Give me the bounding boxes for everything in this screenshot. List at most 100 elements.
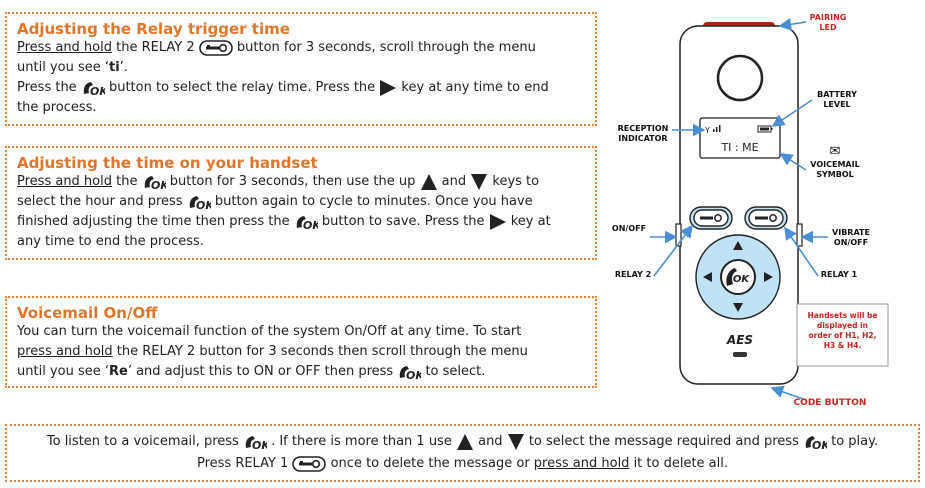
code-button-label: CODE BUTTON	[784, 398, 876, 408]
label-text: H3 & H4.	[823, 341, 862, 350]
label-text: LED	[819, 23, 837, 32]
paragraph-line: press and hold the RELAY 2 button for 3 …	[17, 342, 585, 362]
battery-level-label: BATTERY LEVEL	[808, 90, 866, 110]
paragraph-line: until you see ‘ti’.	[17, 58, 585, 78]
label-text: BATTERY	[817, 90, 857, 99]
text: until you see ‘	[17, 364, 109, 379]
text: it to delete all.	[629, 456, 729, 471]
press-hold-text: Press and hold	[17, 40, 112, 55]
time-adjust-section: Adjusting the time on your handset Press…	[5, 146, 597, 260]
text: the RELAY 2	[112, 40, 199, 55]
text: to select the message required and press	[524, 434, 803, 449]
section-title: Voicemail On/Off	[17, 304, 158, 322]
text: button again to cycle to minutes. Once y…	[210, 194, 533, 209]
text: and	[437, 174, 471, 189]
relay-1-label: RELAY 1	[814, 270, 864, 280]
section-title: Adjusting the Relay trigger time	[17, 20, 290, 38]
paragraph-line: Press and hold the button for 3 seconds,…	[17, 172, 585, 192]
label-text: VIBRATE	[832, 228, 870, 237]
text: To listen to a voicemail, press	[46, 434, 243, 449]
nav-down-key[interactable]	[733, 303, 743, 312]
paragraph-line: until you see ‘Re’ and adjust this to ON…	[17, 362, 585, 382]
label-text: INDICATOR	[618, 134, 668, 143]
ok-key-label: OK	[733, 274, 751, 285]
text: until you see ‘	[17, 60, 109, 75]
press-hold-text: Press and hold	[17, 174, 112, 189]
paragraph-line: Press and hold the RELAY 2 button for 3 …	[17, 38, 585, 58]
text: button for 3 seconds, then use the up	[165, 174, 420, 189]
text: the RELAY 2 button for 3 seconds then sc…	[112, 344, 528, 359]
label-text: RELAY 1	[820, 270, 858, 279]
callout-arrows	[650, 17, 828, 401]
voicemail-symbol-label: ✉ VOICEMAIL SYMBOL	[804, 144, 866, 180]
relay-trigger-section: Adjusting the Relay trigger time Press a…	[5, 12, 597, 126]
relay-2-key[interactable]	[689, 206, 733, 230]
text: and	[473, 434, 507, 449]
onoff-label: ON/OFF	[606, 224, 652, 234]
relay-key-icon	[292, 456, 326, 472]
paragraph-line: Press RELAY 1 once to delete the message…	[13, 454, 912, 474]
menu-code: Re	[108, 364, 128, 379]
menu-code: ti	[108, 60, 120, 75]
relay-1-key[interactable]	[744, 206, 788, 230]
press-hold-text: press and hold	[17, 344, 113, 359]
envelope-icon: ✉	[829, 144, 841, 159]
press-hold-text: press and hold	[533, 456, 630, 471]
text: key at any time to end	[397, 80, 549, 95]
nav-right-key[interactable]	[764, 272, 773, 282]
handset-order-note: Handsets will be displayed in order of H…	[798, 311, 887, 351]
text: key at	[506, 214, 551, 229]
label-text: RELAY 2	[614, 270, 652, 279]
svg-text:Y: Y	[704, 126, 710, 135]
ok-key[interactable]	[720, 259, 756, 295]
text: keys to	[488, 174, 540, 189]
label-text: RECEPTION	[617, 124, 669, 133]
text: ’ and adjust this to ON or OFF then pres…	[127, 364, 398, 379]
code-button[interactable]	[733, 352, 747, 357]
voicemail-listen-footer: To listen to a voicemail, press . If the…	[5, 424, 920, 482]
speaker	[716, 54, 764, 102]
label-text: displayed in	[816, 321, 869, 330]
battery-icon	[757, 125, 773, 133]
text: button for 3 seconds, scroll through the…	[232, 40, 536, 55]
text: Press RELAY 1	[196, 456, 293, 471]
label-text: CODE BUTTON	[793, 398, 867, 408]
ok-icon	[803, 433, 827, 451]
vibrate-side-button[interactable]	[796, 223, 803, 247]
voicemail-section: Voicemail On/Off You can turn the voicem…	[5, 296, 597, 388]
ok-icon	[243, 433, 267, 451]
text: button to save. Press the	[317, 214, 489, 229]
brand-logo: AES	[726, 333, 753, 347]
text: . If there is more than 1 use	[266, 434, 456, 449]
text: once to delete the message or	[326, 456, 534, 471]
label-text: ON/OFF	[611, 224, 647, 233]
nav-left-key[interactable]	[703, 272, 712, 282]
up-arrow-icon	[456, 433, 474, 451]
text: the	[112, 174, 142, 189]
paragraph-line: select the hour and press button again t…	[17, 192, 585, 212]
label-text: PAIRING	[809, 13, 847, 22]
label-text: order of H1, H2,	[808, 331, 877, 340]
paragraph-line: the process.	[17, 100, 97, 115]
relay-2-label: RELAY 2	[608, 270, 658, 280]
label-text: ON/OFF	[833, 238, 869, 247]
label-text: VOICEMAIL	[810, 160, 860, 169]
nav-up-key[interactable]	[733, 241, 743, 250]
text: to play.	[826, 434, 879, 449]
paragraph-line: finished adjusting the time then press t…	[17, 212, 585, 232]
reception-indicator-label: RECEPTION INDICATOR	[606, 124, 680, 144]
paragraph-line: You can turn the voicemail function of t…	[17, 324, 522, 339]
section-title: Adjusting the time on your handset	[17, 154, 318, 172]
pairing-led-label: PAIRING LED	[800, 13, 856, 33]
text: Press the	[17, 80, 81, 95]
text: select the hour and press	[17, 194, 187, 209]
signal-icon: Y	[704, 125, 721, 135]
text: button to select the relay time. Press t…	[104, 80, 380, 95]
paragraph-line: any time to end the process.	[17, 234, 204, 249]
display-text: TI : ME	[720, 141, 758, 154]
text: ’.	[119, 60, 128, 75]
text: finished adjusting the time then press t…	[17, 214, 294, 229]
label-text: Handsets will be	[807, 311, 878, 320]
label-text: SYMBOL	[816, 170, 854, 179]
handset-note-box	[796, 303, 889, 367]
